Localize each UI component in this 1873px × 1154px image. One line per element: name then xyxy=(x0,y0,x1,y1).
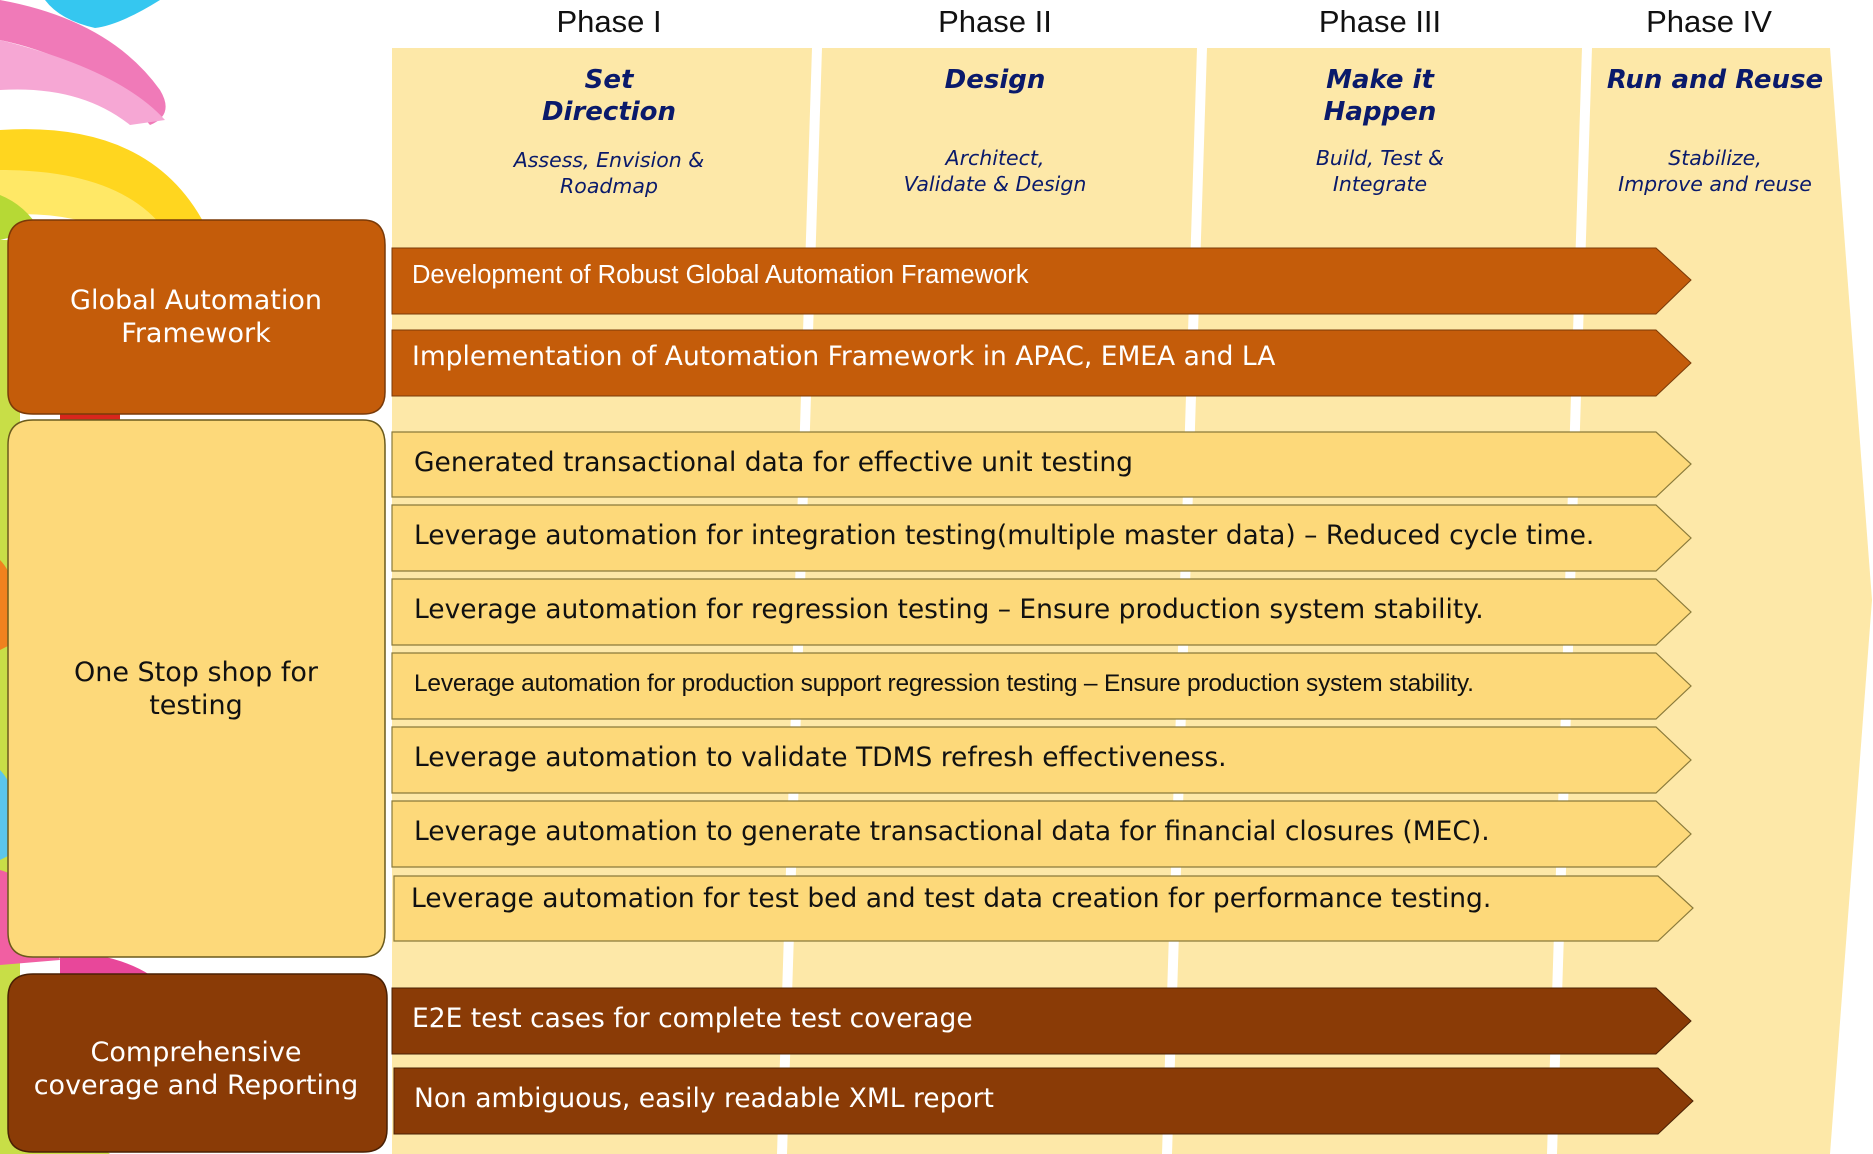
category-global-line2: Framework xyxy=(121,318,271,349)
arrow-text-onestop-4: Leverage automation for production suppo… xyxy=(414,670,1474,697)
phase-1-sub-line2: Roadmap xyxy=(560,174,658,198)
arrow-text-global-2: Implementation of Automation Framework i… xyxy=(412,341,1276,372)
phase-2-title-line1: Design xyxy=(944,65,1046,95)
arrow-onestop-3 xyxy=(391,578,1692,646)
category-coverage-line2: coverage and Reporting xyxy=(33,1070,359,1101)
arrow-onestop-1 xyxy=(391,431,1692,498)
arrow-global-1 xyxy=(391,247,1692,315)
arrow-text-onestop-2: Leverage automation for integration test… xyxy=(414,520,1595,551)
arrow-text-onestop-7: Leverage automation for test bed and tes… xyxy=(411,883,1492,914)
phase-4-sub-line2: Improve and reuse xyxy=(1618,172,1812,196)
category-box-global xyxy=(7,219,386,415)
phase-1-subtitle: Assess, Envision & Roadmap xyxy=(479,147,739,199)
category-coverage-label: Comprehensive coverage and Reporting xyxy=(6,1015,386,1123)
category-one-stop-label: One Stop shop for testing xyxy=(6,420,386,957)
phase-2-subtitle: Architect, Validate & Design xyxy=(865,145,1125,197)
arrow-text-onestop-3: Leverage automation for regression testi… xyxy=(414,594,1484,625)
arrow-text-onestop-5: Leverage automation to validate TDMS ref… xyxy=(414,742,1227,773)
arrow-text-onestop-6: Leverage automation to generate transact… xyxy=(414,816,1490,847)
category-global-label: Global Automation Framework xyxy=(6,220,386,414)
phase-3-title-line1: Make it xyxy=(1326,65,1434,95)
phase-3-subtitle: Build, Test & Integrate xyxy=(1250,145,1510,197)
phase-4-label: Phase IV xyxy=(1646,4,1772,39)
phase-1-label: Phase I xyxy=(556,4,662,39)
arrow-text-onestop-1: Generated transactional data for effecti… xyxy=(414,447,1133,478)
arrow-onestop-4 xyxy=(391,652,1692,720)
phase-3-title: Make it Happen xyxy=(1250,64,1510,128)
category-one-stop-line2: testing xyxy=(149,689,243,721)
arrow-text-global-1: Development of Robust Global Automation … xyxy=(412,261,1029,289)
category-box-one-stop xyxy=(7,419,386,958)
arrow-text-coverage-1: E2E test cases for complete test coverag… xyxy=(412,1003,973,1034)
phase-3-sub-line2: Integrate xyxy=(1332,172,1428,196)
arrow-global-2 xyxy=(391,329,1692,397)
arrow-onestop-5 xyxy=(391,726,1692,794)
phase-1-sub-line1: Assess, Envision & xyxy=(513,148,705,172)
category-box-coverage xyxy=(7,973,388,1153)
phase-2-title: Design xyxy=(865,64,1125,96)
category-boxes xyxy=(7,219,388,1153)
phase-2-label: Phase II xyxy=(938,4,1052,39)
phase-4-title: Run and Reuse xyxy=(1595,64,1835,96)
arrow-onestop-7 xyxy=(393,875,1694,942)
phase-1-title-line1: Set xyxy=(584,65,634,95)
phase-4-title-line1: Run and Reuse xyxy=(1606,65,1824,95)
arrow-onestop-6 xyxy=(391,800,1692,868)
category-global-line1: Global Automation xyxy=(70,285,322,316)
arrow-coverage-1 xyxy=(391,987,1692,1055)
phase-4-subtitle: Stabilize, Improve and reuse xyxy=(1585,145,1845,197)
phase-4-sub-line1: Stabilize, xyxy=(1668,146,1762,170)
phase-3-title-line2: Happen xyxy=(1323,97,1437,127)
phase-3-label: Phase III xyxy=(1318,4,1442,39)
process-arrows xyxy=(391,247,1694,1135)
phase-2-sub-line2: Validate & Design xyxy=(903,172,1087,196)
arrow-onestop-2 xyxy=(391,504,1692,572)
phase-1-title: Set Direction xyxy=(479,64,739,128)
arrow-text-coverage-2: Non ambiguous, easily readable XML repor… xyxy=(414,1083,994,1114)
category-coverage-line1: Comprehensive xyxy=(90,1037,302,1068)
phase-2-sub-line1: Architect, xyxy=(945,146,1045,170)
phase-3-sub-line1: Build, Test & xyxy=(1315,146,1445,170)
phase-1-title-line2: Direction xyxy=(541,97,677,127)
arrow-coverage-2 xyxy=(393,1067,1694,1135)
category-one-stop-line1: One Stop shop for xyxy=(73,656,319,688)
